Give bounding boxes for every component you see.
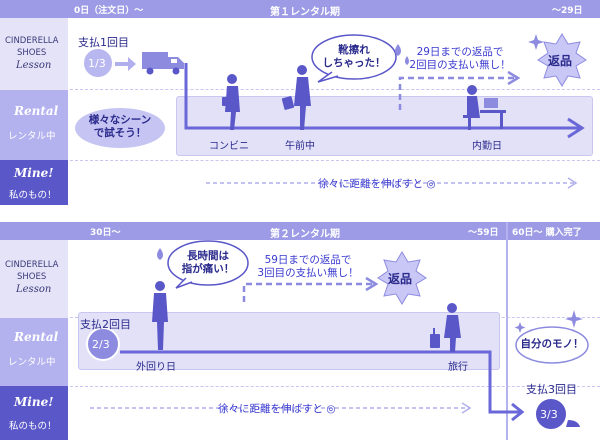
period-2-header — [0, 222, 600, 240]
route-arrowhead — [567, 117, 585, 139]
brand-line-1: CINDERELLA — [5, 260, 59, 270]
payment-2-badge-circle — [86, 327, 120, 361]
brand-script: Lesson — [16, 60, 52, 71]
shoe-icon — [566, 420, 580, 427]
return-dashed-arrow — [242, 282, 372, 302]
sidebar-brand-cell: CINDERELLA SHOES Lesson — [0, 18, 68, 91]
period-2-purchase-divider — [506, 222, 508, 440]
scene-label-morning: 午前中 — [285, 141, 315, 152]
scene-label-field-work: 外回り日 — [136, 362, 176, 373]
mine-script-label: Mine! — [14, 166, 54, 180]
businesswoman-icon — [152, 281, 168, 350]
scuff-bubble — [311, 34, 397, 83]
period-2-start-label: 30日〜 — [90, 228, 121, 238]
mine-jp-label: 私のもの！ — [9, 421, 57, 432]
payment-3-badge: 3/3 — [540, 408, 558, 421]
row-divider — [70, 386, 600, 387]
return-starburst — [537, 33, 587, 87]
payment-1-label: 支払1回目 — [78, 36, 129, 49]
panel-period-2: 30日〜 第２レンタル期 〜59日 60日〜 購入完了 CINDERELLA S… — [0, 222, 600, 445]
route-arrowhead — [511, 402, 525, 422]
period-2-end-label: 〜59日 — [468, 228, 499, 238]
mine-arrowhead — [461, 402, 472, 414]
payment-3-badge-circle — [534, 397, 568, 431]
mine-bubble-text: 自分のモノ！ — [520, 338, 584, 350]
woman-walking-icon — [222, 74, 240, 130]
purchase-complete-label: 60日〜 購入完了 — [512, 228, 582, 238]
sidebar-mine-cell: Mine! 私のもの！ — [0, 386, 68, 440]
period-2-note: 59日までの返品で 3回目の支払い無し！ — [257, 254, 359, 279]
woman-with-bag-icon — [281, 65, 311, 130]
scene-label-travel: 旅行 — [448, 362, 468, 373]
return-arrowhead — [507, 70, 521, 86]
return-arrowhead — [365, 276, 379, 292]
period-1-header — [0, 0, 600, 18]
try-scenes-bubble — [75, 108, 165, 148]
rental-band — [176, 96, 593, 156]
pain-bubble — [167, 240, 249, 289]
sparkle-icon — [514, 322, 526, 333]
return-label: 返品 — [548, 54, 573, 68]
payment-1-badge: 1/3 — [88, 57, 106, 70]
brand-line-1: CINDERELLA — [5, 36, 59, 46]
period-2-title: 第２レンタル期 — [270, 229, 340, 240]
mine-script-label: Mine! — [14, 395, 54, 409]
payment-1-badge-circle — [82, 47, 114, 79]
sweat-drop-icon — [157, 248, 163, 260]
period-2-mine-text: 徐々に距離を伸ばすと ◎ — [218, 403, 336, 415]
pain-text: 長時間は 指が痛い！ — [181, 250, 235, 275]
rental-jp-label: レンタル中 — [8, 357, 56, 368]
rental-script-label: Rental — [14, 104, 59, 118]
payment-3-label: 支払3回目 — [526, 383, 577, 396]
brand-script: Lesson — [16, 284, 52, 295]
brand-line-2: SHOES — [17, 272, 47, 282]
period-1-start-label: 0日（注文日）〜 — [74, 6, 144, 16]
try-scenes-text: 様々なシーン で試そう！ — [88, 114, 152, 139]
payment-arrow — [115, 57, 136, 71]
brand-line-2: SHOES — [17, 48, 47, 58]
mine-arrowhead — [567, 177, 578, 189]
sweat-drop-icon — [395, 44, 401, 56]
traveler-with-suitcase-icon — [430, 303, 461, 352]
scene-label-convenience-store: コンビニ — [209, 141, 249, 152]
desk-worker-icon — [463, 85, 506, 130]
rental-jp-label: レンタル中 — [8, 131, 56, 142]
scene-label-office-day: 内勤日 — [472, 141, 502, 152]
return-label: 返品 — [388, 272, 413, 286]
route-line — [120, 350, 520, 414]
rental-band — [78, 312, 500, 370]
return-dashed-arrow — [398, 76, 514, 110]
period-2-graphics — [86, 240, 589, 431]
sweat-drop-icon — [405, 56, 409, 65]
row-divider — [70, 89, 600, 90]
route-line — [184, 63, 580, 130]
sidebar-mine-cell: Mine! 私のもの！ — [0, 160, 68, 205]
payment-2-label: 支払2回目 — [80, 318, 131, 331]
sparkle-icon — [528, 34, 544, 50]
rental-script-label: Rental — [14, 330, 59, 344]
return-starburst — [377, 251, 427, 305]
period-1-title: 第１レンタル期 — [270, 7, 340, 18]
period-1-end-label: 〜29日 — [552, 6, 583, 16]
row-divider — [70, 160, 600, 161]
sidebar-rental-cell: Rental レンタル中 — [0, 318, 68, 387]
sparkle-icon — [565, 310, 583, 328]
delivery-truck-icon — [142, 52, 184, 75]
mine-bubble — [515, 326, 589, 364]
payment-2-badge: 2/3 — [92, 338, 110, 351]
panel-period-1: 0日（注文日）〜 第１レンタル期 〜29日 CINDERELLA SHOES L… — [0, 0, 600, 205]
scuff-text: 靴擦れ しちゃった！ — [322, 44, 386, 69]
period-1-note: 29日までの返品で 2回目の支払い無し！ — [409, 46, 511, 71]
period-1-graphics — [75, 33, 587, 189]
mine-jp-label: 私のもの！ — [9, 190, 57, 201]
period-1-mine-text: 徐々に距離を伸ばすと ◎ — [318, 178, 436, 190]
